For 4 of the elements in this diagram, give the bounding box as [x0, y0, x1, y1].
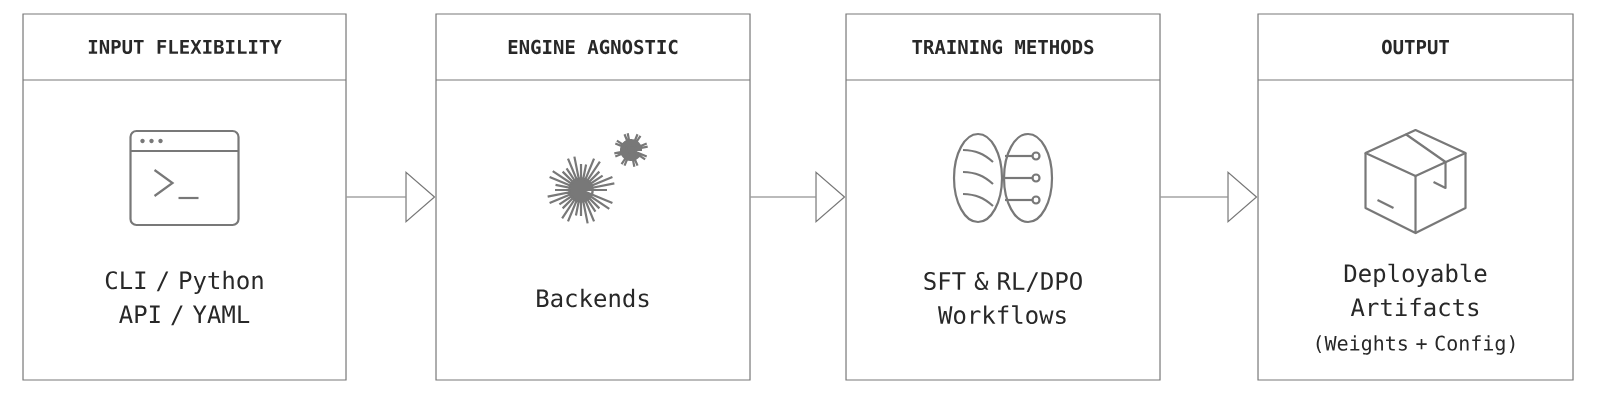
panel-box: INPUT FLEXIBILITY CLI / Python API / YAML [22, 13, 347, 381]
panel-box: OUTPUT Deployable Artifacts (Weights + Config) [1257, 13, 1574, 381]
panel-box: ENGINE AGNOSTIC Backends [435, 13, 751, 381]
panel-box: TRAINING METHODS SFT & RL/DPO Workflows [845, 13, 1161, 381]
